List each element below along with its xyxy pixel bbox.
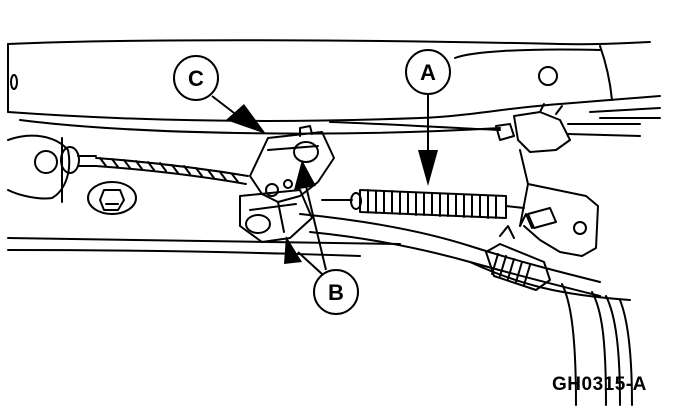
callout-b-arrowhead-upper [294, 160, 316, 190]
right-upper-cable [329, 103, 661, 153]
callout-b-leader-lower [297, 251, 323, 275]
frame-hole [538, 66, 558, 86]
callout-b-label: B [328, 280, 344, 305]
callout-b: B [284, 160, 359, 315]
callout-b-arrowhead-lower [284, 236, 302, 264]
callout-c-arrowhead [226, 104, 266, 134]
mounting-bolt [87, 181, 137, 215]
rear-conduit-fitting [485, 213, 551, 291]
callout-a: A [405, 49, 451, 186]
figure-id-label: GH0315-A [552, 374, 647, 395]
callout-c-label: C [188, 66, 204, 91]
front-cable [95, 157, 249, 185]
equalizer-bracket [239, 125, 335, 243]
callout-a-label: A [420, 60, 436, 85]
callout-c-leader [211, 95, 239, 117]
callout-a-arrowhead [418, 150, 438, 186]
cable-conduits [561, 283, 633, 406]
callout-b-leader-upper [305, 185, 327, 271]
callout-c-circle [173, 55, 219, 101]
callout-b-circle [313, 269, 359, 315]
frame-rail [7, 39, 661, 257]
left-cable-bracket [7, 134, 97, 203]
frame-hole [10, 74, 18, 90]
callout-c: C [173, 55, 266, 134]
return-spring [321, 189, 525, 219]
right-mounting-bracket [519, 149, 599, 257]
